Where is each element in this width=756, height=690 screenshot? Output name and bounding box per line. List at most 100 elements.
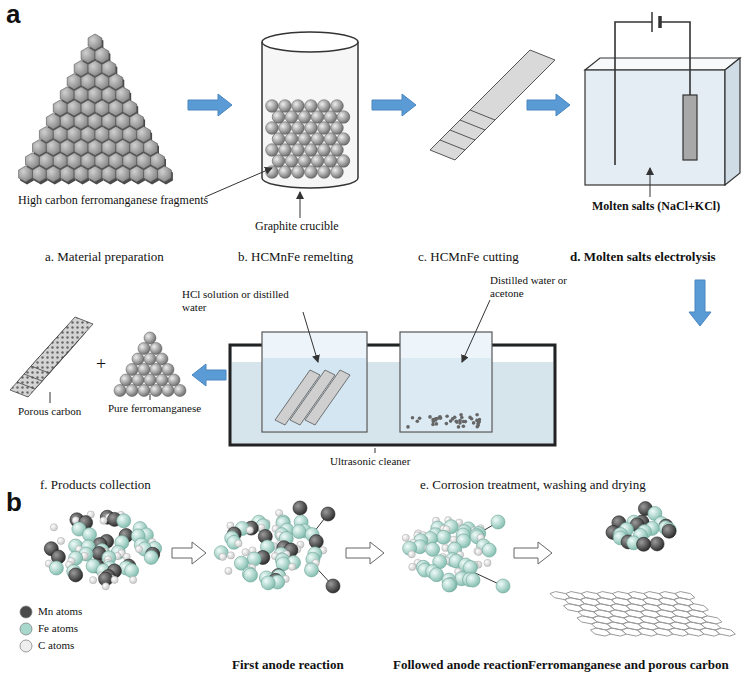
metal-ball: [168, 374, 180, 386]
hexagon-fragment: [102, 113, 116, 129]
stage-caption: Ferromanganese and porous carbon: [528, 658, 729, 673]
particle: [455, 420, 459, 424]
hexagon-fragment: [60, 166, 74, 182]
metal-ball: [318, 100, 331, 113]
metal-ball: [337, 155, 350, 168]
hexagon-fragment: [137, 126, 151, 142]
iron-atom: [144, 550, 158, 564]
metal-ball: [324, 133, 337, 146]
hexagon-fragment: [81, 74, 95, 90]
hexagon-fragment: [74, 166, 88, 182]
particle: [460, 416, 464, 420]
callout-label: Ultrasonic cleaner: [330, 455, 410, 468]
reaction-arrow: [514, 542, 552, 564]
hexagon-fragment: [19, 166, 33, 182]
metal-ball: [114, 385, 126, 397]
carbon-atom: [227, 552, 234, 559]
leader-line: [150, 394, 151, 400]
metal-ball: [120, 374, 132, 386]
carbon-atom: [246, 527, 253, 534]
hexagon-fragment: [67, 126, 81, 142]
hexagon-fragment: [67, 153, 81, 169]
hexagon-fragment: [33, 166, 47, 182]
hexagon-fragment: [123, 126, 137, 142]
metal-ball: [279, 144, 292, 157]
hexagon-fragment: [109, 126, 123, 142]
panel-label: b: [6, 488, 22, 518]
metal-ball: [298, 155, 311, 168]
callout-label: Distilled water or acetone: [490, 274, 590, 299]
particle: [462, 425, 466, 429]
ferromanganese-pile: [114, 332, 186, 397]
leader-line: [50, 392, 51, 403]
hexagon-fragment: [67, 74, 81, 90]
metal-ball: [285, 155, 298, 168]
step-caption: c. HCMnFe cutting: [418, 250, 519, 265]
hexagon-fragment: [130, 166, 144, 182]
metal-ball: [266, 122, 279, 135]
step-caption: e. Corrosion treatment, washing and dryi…: [420, 478, 646, 493]
plus-sign: +: [96, 354, 106, 375]
metal-ball: [126, 364, 138, 376]
particle: [464, 420, 468, 424]
metal-ball: [126, 385, 138, 397]
hexagon-fragment: [53, 100, 67, 116]
porous-sheet: [31, 317, 93, 373]
hexagon-fragment: [102, 166, 116, 182]
hexagon-fragment: [81, 100, 95, 116]
metal-ball: [311, 155, 324, 168]
particle: [445, 422, 449, 426]
hexagon-fragment: [109, 153, 123, 169]
iron-atom: [426, 542, 440, 556]
particle: [476, 425, 480, 429]
particle: [418, 416, 422, 420]
metal-ball: [292, 144, 305, 157]
metal-ball: [150, 364, 162, 376]
carbon-atom: [235, 540, 242, 547]
hexagon-fragment: [144, 166, 158, 182]
hexagon-fragment: [116, 166, 130, 182]
metal-ball: [337, 133, 350, 146]
hexagon-fragment: [102, 60, 116, 76]
hexagon-fragment: [95, 74, 109, 90]
metal-ball: [292, 166, 305, 179]
legend-dot: [20, 640, 32, 652]
particle: [472, 421, 476, 425]
process-arrow: [689, 280, 711, 326]
carbon-atom: [408, 551, 415, 558]
metal-ball: [150, 385, 162, 397]
metal-ball: [311, 133, 324, 146]
carbon-atom: [111, 576, 118, 583]
hexagon-fragment: [137, 153, 151, 169]
legend-swatch: [19, 605, 33, 619]
hexagon-fragment: [109, 100, 123, 116]
hexagon-fragment: [123, 153, 137, 169]
metal-ball: [266, 144, 279, 157]
iron-atom: [83, 528, 97, 542]
carbon-ring: [713, 628, 738, 636]
callout-label: Pure ferromanganese: [108, 402, 201, 415]
hexagon-fragment: [116, 87, 130, 103]
metal-ball: [150, 343, 162, 355]
metal-ball: [174, 385, 186, 397]
metal-ball: [298, 133, 311, 146]
hexagon-fragment: [95, 47, 109, 63]
stage-caption: First anode reaction: [232, 658, 344, 673]
legend-dot: [20, 623, 32, 635]
hexagon-fragment: [60, 87, 74, 103]
ultrasonic-cleaner: [230, 300, 555, 453]
metal-ball: [324, 155, 337, 168]
metal-ball: [331, 122, 344, 135]
step-caption: d. Molten salts electrolysis: [570, 250, 716, 265]
metal-ball: [156, 353, 168, 365]
particle: [445, 415, 449, 419]
hexagon-fragment: [109, 74, 123, 90]
metal-ball: [132, 374, 144, 386]
iron-atom: [125, 564, 139, 578]
carbon-atom: [50, 524, 57, 531]
metal-ball: [272, 155, 285, 168]
particle: [406, 425, 410, 429]
reaction-arrow: [346, 542, 384, 564]
iron-atom: [496, 579, 510, 593]
